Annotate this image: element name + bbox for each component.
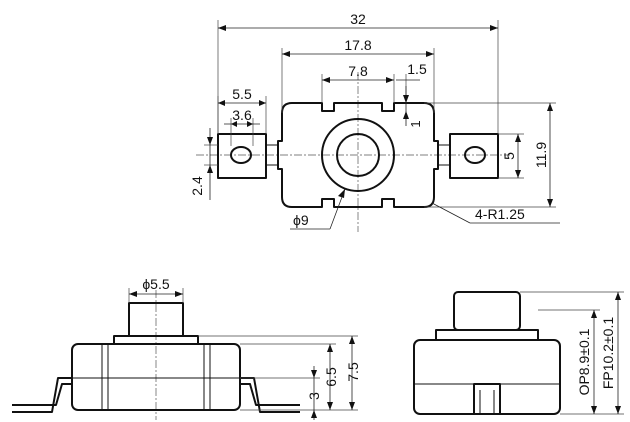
dim-32: 32	[350, 11, 366, 27]
dim-5: 5	[501, 152, 517, 160]
top-view: 32 17.8 7.8 1.5 1 5.5	[189, 11, 560, 232]
dim-corner-radius: 4-R1.25	[475, 206, 525, 222]
left-terminal-hole	[230, 146, 252, 164]
dim-5-5: 5.5	[232, 86, 252, 102]
dim-phi-9: ϕ9	[293, 212, 309, 228]
top-button-outer	[321, 118, 395, 192]
dim-6-5: 6.5	[323, 367, 339, 387]
dim-phi-5-5: ϕ5.5	[142, 276, 170, 292]
left-terminal	[217, 133, 267, 179]
end-view: OP8.9±0.1 FP10.2±0.1	[413, 291, 624, 415]
dim-fp: FP10.2±0.1	[600, 317, 616, 389]
dim-7-5: 7.5	[345, 362, 361, 382]
side-view: ϕ5.5 7.5 6.5 3	[12, 276, 361, 420]
dim-1: 1	[408, 120, 423, 127]
dim-1-5: 1.5	[407, 61, 427, 77]
dim-3: 3	[306, 392, 322, 400]
dim-2-4: 2.4	[189, 176, 205, 196]
end-body	[413, 339, 561, 415]
top-button-inner	[336, 133, 380, 177]
dim-17-8: 17.8	[344, 37, 371, 53]
right-terminal-hole	[464, 146, 486, 164]
side-left-lead	[12, 377, 72, 413]
end-terminal	[473, 383, 501, 415]
dim-op: OP8.9±0.1	[576, 328, 592, 395]
dim-11-9: 11.9	[533, 142, 549, 168]
right-terminal	[449, 133, 499, 179]
dim-3-6: 3.6	[232, 107, 252, 123]
end-button	[453, 291, 521, 331]
dim-7-8: 7.8	[348, 63, 368, 79]
